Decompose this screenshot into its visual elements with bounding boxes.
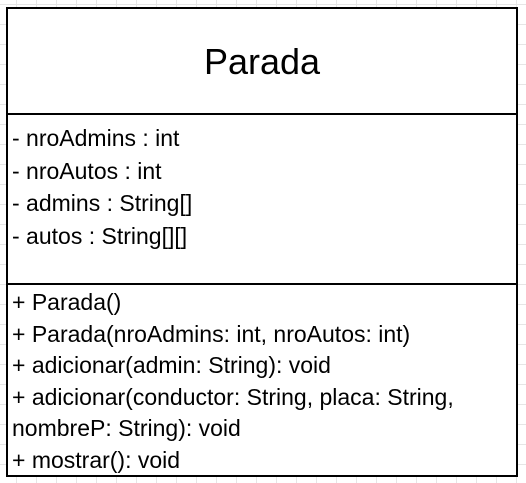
attribute-nro-admins: - nroAdmins : int (12, 125, 180, 151)
uml-class-box[interactable]: Parada - nroAdmins : int - nroAutos : in… (6, 7, 518, 477)
method-adicionar-admin: + adicionar(admin: String): void (12, 352, 331, 378)
attribute-admins: - admins : String[] (12, 190, 193, 216)
attribute-autos: - autos : String[][] (12, 222, 188, 249)
method-mostrar: + mostrar(): void (12, 446, 181, 473)
attribute-nro-autos: - nroAutos : int (12, 157, 162, 184)
class-name-compartment: Parada (8, 9, 516, 115)
method-parada-params: + Parada(nroAdmins: int, nroAutos: int) (12, 320, 411, 347)
method-adicionar-conductor: + adicionar(conductor: String, placa: St… (12, 383, 454, 442)
methods-compartment: + Parada() + Parada(nroAdmins: int, nroA… (8, 285, 516, 476)
method-parada-default: + Parada() (12, 289, 122, 315)
class-name: Parada (203, 41, 321, 82)
attributes-compartment: - nroAdmins : int - nroAutos : int - adm… (8, 115, 516, 285)
